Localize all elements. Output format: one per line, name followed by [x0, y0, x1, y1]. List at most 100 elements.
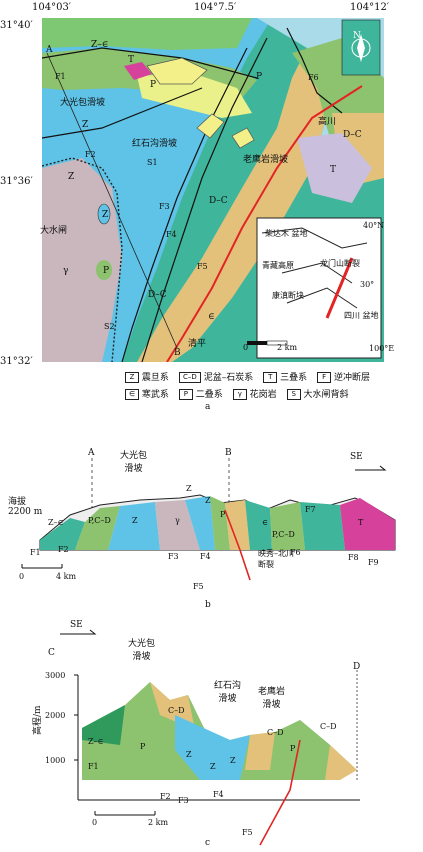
unit-label-cambrian: ∈ [208, 312, 215, 322]
legend-item-p: P 二叠系 [178, 387, 223, 400]
scale-two: 2 km [277, 343, 298, 352]
inset-sichuan: 四川 盆地 [344, 311, 379, 320]
c-unit-2: P [140, 742, 146, 751]
b-unit-8: ∈ [262, 518, 268, 527]
place-dashuizha: 大水闸 [40, 226, 68, 236]
legend-item-cd: C–D 泥盆–石炭系 [178, 370, 253, 383]
lat-tick-1: 31°40′ [0, 20, 33, 31]
c-unit-7: C–D [267, 728, 284, 737]
daguangbao-b: 大光包 滑坡 [120, 451, 148, 474]
c-scale-zero: 0 [92, 818, 98, 827]
fault-f5: F5 [197, 262, 208, 271]
inset-kangdian: 康滇断块 [272, 291, 304, 300]
legend-item-cambrian: ∈ 寒武系 [125, 387, 169, 400]
unit-label-z-1: Z [82, 120, 89, 130]
unit-label-t: T [128, 55, 135, 65]
b-unit-5: Z [186, 484, 192, 493]
caption-b: b [205, 600, 211, 610]
lat-tick-3: 31°32′ [0, 356, 33, 367]
b-fault-8: F8 [348, 553, 359, 562]
lon-tick-2: 104°7.5′ [194, 2, 237, 13]
laoyingyan-c: 老鹰岩 滑坡 [258, 687, 286, 710]
caption-c: c [205, 838, 211, 848]
unit-label-gamma: γ [63, 266, 69, 276]
c-unit-6: Z [230, 756, 236, 765]
c-ylabel: 高程/m [33, 705, 43, 735]
b-scale-four: 4 km [56, 572, 77, 581]
legend: Z 震旦系 C–D 泥盆–石炭系 T 三叠系 F 逆冲断层 ∈ 寒武系 P 二叠… [125, 370, 395, 400]
inset-30: 30° [360, 280, 375, 289]
place-qingping: 清平 [188, 339, 207, 349]
c-unit-1: Z–∈ [88, 737, 104, 746]
unit-label-ze: Z–∈ [91, 40, 109, 50]
legend-item-anticline: S 大水闸背斜 [286, 387, 349, 400]
c-unit-5: Z [210, 762, 216, 771]
section-point-b: B [174, 348, 181, 358]
unit-label-p-1: P [103, 266, 110, 276]
c-fault-2: F2 [160, 792, 171, 801]
legend-item-z: Z 震旦系 [125, 370, 169, 383]
point-b: B [225, 448, 232, 458]
c-unit-8: P [290, 744, 296, 753]
place-hongshigou: 红石沟滑坡 [132, 139, 178, 149]
unit-label-z-3: Z [68, 172, 75, 182]
hongshigou-c: 红石沟 滑坡 [214, 681, 242, 704]
legend-item-t: T 三叠系 [263, 370, 307, 383]
altitude-label: 海拔 2200 m [8, 497, 43, 517]
caption-a: a [205, 402, 211, 412]
geologic-map [42, 18, 384, 362]
b-fault-7: F7 [305, 505, 316, 514]
fault-f3: F3 [159, 202, 170, 211]
c-unit-3: C–D [168, 706, 185, 715]
c-ytick-2000: 2000 [45, 711, 66, 720]
s1-label: S1 [147, 158, 158, 167]
place-gaochuan: 高川 [318, 117, 337, 127]
legend-item-granite: γ 花岗岩 [232, 387, 277, 400]
se-arrow-label-c: SE [70, 620, 83, 630]
unit-label-dc-2: D–C [148, 290, 167, 300]
inset-qaidam: 柴达木 盆地 [265, 229, 308, 238]
b-unit-6: Z [205, 496, 211, 505]
unit-label-z-2: Z [102, 210, 109, 220]
s2-label: S2 [104, 322, 115, 331]
lat-tick-2: 31°36′ [0, 176, 33, 187]
c-scale-two: 2 km [148, 818, 169, 827]
b-unit-9: P,C–D [272, 530, 295, 539]
inset-plateau: 青藏高原 [262, 261, 294, 270]
b-scale-zero: 0 [19, 572, 25, 581]
inset-longmen: 龙门山断裂 [320, 259, 360, 268]
b-unit-7: P [220, 510, 226, 519]
lon-tick-1: 104°03′ [32, 2, 72, 13]
section-ab [21, 458, 396, 581]
scale-zero: 0 [243, 343, 249, 352]
c-unit-4: Z [186, 750, 192, 759]
point-d: D [353, 662, 361, 672]
lon-tick-3: 104°12′ [350, 2, 390, 13]
fault-f4: F4 [166, 230, 177, 239]
unit-label-t-2: T [330, 165, 337, 175]
b-unit-2: P,C–D [88, 516, 111, 525]
c-fault-5: F5 [242, 828, 253, 837]
unit-label-dc-1: D–C [209, 196, 228, 206]
inset-lat: 40°N [363, 221, 385, 230]
fault-name-b: 映秀–北川 断裂 [258, 549, 294, 569]
se-arrow-label: SE [350, 452, 363, 462]
legend-item-thrust: F 逆冲断层 [317, 370, 370, 383]
b-fault-9: F9 [368, 558, 379, 567]
b-unit-10: T [358, 518, 364, 527]
unit-label-p-2: P [150, 80, 157, 90]
b-fault-4: F4 [200, 552, 211, 561]
b-fault-6: F6 [290, 548, 301, 557]
place-daguangbao: 大光包滑坡 [60, 98, 106, 108]
point-a: A [88, 448, 95, 458]
fault-f1: F1 [55, 72, 66, 81]
c-ytick-3000: 3000 [45, 671, 66, 680]
place-laoyingyan: 老鹰岩滑坡 [243, 155, 289, 165]
inset-lon: 100°E [369, 344, 395, 353]
unit-label-p-3: P [256, 72, 263, 82]
c-fault-1: F1 [88, 762, 99, 771]
fault-f2: F2 [85, 150, 96, 159]
b-fault-1: F1 [30, 548, 41, 557]
c-fault-4: F4 [213, 790, 224, 799]
b-unit-3: Z [132, 516, 138, 525]
